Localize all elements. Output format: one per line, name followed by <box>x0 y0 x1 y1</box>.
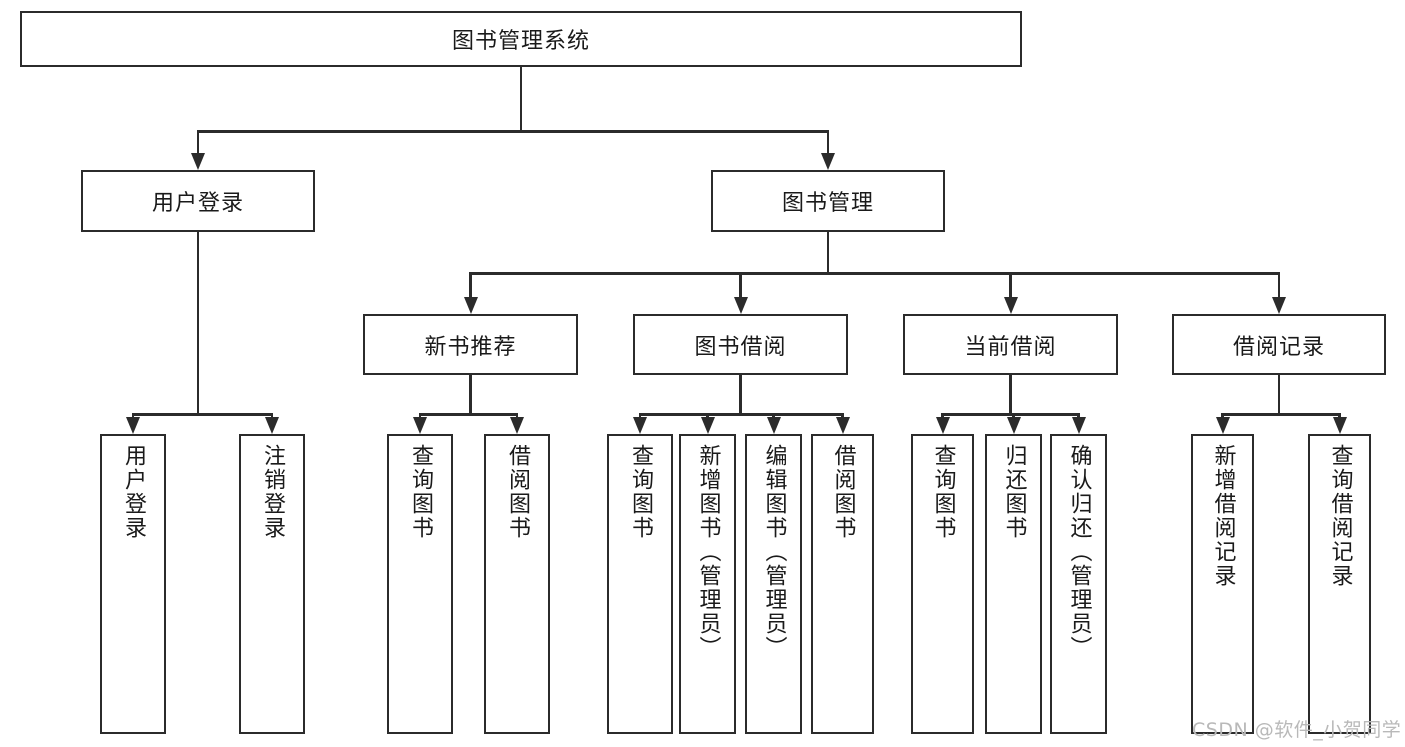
connector-book-manage-bus <box>470 272 1279 275</box>
node-leaf-user-login[interactable]: 用户登录 <box>100 434 166 734</box>
node-leaf-borrow-book-2[interactable]: 借阅图书 <box>811 434 874 734</box>
connector-current-borrow-bus <box>942 413 1079 416</box>
arrow-to-borrow-record <box>1272 297 1286 314</box>
node-label: 归还图书 <box>1001 444 1027 540</box>
node-leaf-query-record[interactable]: 查询借阅记录 <box>1308 434 1371 734</box>
node-label: 借阅记录 <box>1232 334 1325 360</box>
node-leaf-borrow-book-1[interactable]: 借阅图书 <box>484 434 550 734</box>
connector-to-book-borrow <box>739 272 742 297</box>
node-label: 图书借阅 <box>694 334 787 360</box>
connector-to-leaf-query-book-3 <box>941 413 944 417</box>
connector-to-leaf-query-book-1 <box>418 413 422 417</box>
node-book-manage[interactable]: 图书管理 <box>711 170 945 232</box>
node-leaf-query-book-1[interactable]: 查询图书 <box>387 434 453 734</box>
connector-user-login-bus <box>133 413 272 416</box>
node-label: 确认归还（管理员） <box>1066 444 1092 660</box>
node-label: 查询图书 <box>627 444 653 540</box>
connector-to-leaf-edit-book <box>772 413 775 417</box>
node-label: 借阅图书 <box>830 444 856 540</box>
connector-to-leaf-confirm-return <box>1077 413 1080 417</box>
connector-book-borrow-bus <box>640 413 843 416</box>
node-book-borrow[interactable]: 图书借阅 <box>633 314 848 375</box>
connector-to-current-borrow <box>1009 272 1012 297</box>
node-leaf-query-book-3[interactable]: 查询图书 <box>911 434 974 734</box>
watermark-text: CSDN @软件_小贺同学 <box>1192 719 1402 741</box>
connector-to-leaf-logout <box>270 413 274 417</box>
node-label: 图书管理系统 <box>451 29 590 54</box>
connector-to-leaf-query-book-2 <box>638 413 642 417</box>
node-leaf-return-book[interactable]: 归还图书 <box>985 434 1042 734</box>
connector-user-login-stem <box>196 232 200 413</box>
node-label: 新增图书（管理员） <box>695 444 721 660</box>
arrow-to-leaf-query-book-2 <box>633 417 647 434</box>
arrow-to-leaf-borrow-book-1 <box>510 417 524 434</box>
node-root-system[interactable]: 图书管理系统 <box>20 11 1022 67</box>
arrow-to-leaf-query-record <box>1332 417 1347 434</box>
connector-to-leaf-query-record <box>1338 413 1341 417</box>
arrow-to-leaf-logout <box>265 417 279 434</box>
node-leaf-edit-book[interactable]: 编辑图书（管理员） <box>745 434 802 734</box>
arrow-to-leaf-user-login <box>126 417 140 434</box>
connector-to-leaf-return-book <box>1012 413 1015 417</box>
arrow-to-leaf-edit-book <box>766 417 781 434</box>
connector-new-book-recommend-bus <box>420 413 517 416</box>
connector-to-leaf-add-record <box>1221 413 1224 417</box>
arrow-to-user-login <box>191 153 205 170</box>
connector-to-leaf-add-book <box>706 413 709 417</box>
node-leaf-query-book-2[interactable]: 查询图书 <box>607 434 673 734</box>
arrow-to-leaf-add-book <box>700 417 715 434</box>
node-label: 查询图书 <box>930 444 956 540</box>
node-leaf-logout[interactable]: 注销登录 <box>239 434 305 734</box>
node-label: 用户登录 <box>120 444 146 540</box>
arrow-to-leaf-query-book-1 <box>413 417 427 434</box>
arrow-to-current-borrow <box>1003 297 1018 314</box>
arrow-to-book-manage <box>821 153 835 170</box>
connector-to-leaf-borrow-book-1 <box>515 413 519 417</box>
connector-to-leaf-user-login <box>131 413 135 417</box>
node-label: 图书管理 <box>781 191 874 216</box>
node-label: 注销登录 <box>259 444 285 540</box>
connector-root-to-user-login <box>196 130 200 153</box>
node-current-borrow[interactable]: 当前借阅 <box>903 314 1118 375</box>
node-label: 当前借阅 <box>964 334 1057 360</box>
arrow-to-leaf-return-book <box>1006 417 1021 434</box>
connector-current-borrow-stem <box>1009 375 1012 413</box>
connector-to-borrow-record <box>1277 272 1281 297</box>
connector-borrow-record-bus <box>1222 413 1340 416</box>
node-label: 查询图书 <box>407 444 433 540</box>
node-borrow-record[interactable]: 借阅记录 <box>1172 314 1386 375</box>
arrow-to-leaf-borrow-book-2 <box>835 417 850 434</box>
connector-root-stem <box>519 67 523 130</box>
connector-to-leaf-borrow-book-2 <box>841 413 844 417</box>
connector-root-to-book-manage <box>826 130 830 153</box>
connector-to-new-book-recommend <box>469 272 472 297</box>
connector-new-book-recommend-stem <box>469 375 472 413</box>
node-user-login[interactable]: 用户登录 <box>81 170 315 232</box>
node-label: 用户登录 <box>151 191 244 216</box>
connector-book-borrow-stem <box>739 375 742 413</box>
arrow-to-leaf-query-book-3 <box>935 417 950 434</box>
node-leaf-confirm-return[interactable]: 确认归还（管理员） <box>1050 434 1107 734</box>
node-label: 新书推荐 <box>424 334 517 360</box>
node-label: 借阅图书 <box>504 444 530 540</box>
node-label: 新增借阅记录 <box>1210 444 1236 588</box>
connector-book-manage-stem <box>826 232 830 272</box>
connector-root-bus <box>198 130 828 133</box>
node-new-book-recommend[interactable]: 新书推荐 <box>363 314 578 375</box>
connector-borrow-record-stem <box>1277 375 1281 413</box>
node-leaf-add-book[interactable]: 新增图书（管理员） <box>679 434 736 734</box>
arrow-to-leaf-add-record <box>1215 417 1230 434</box>
arrow-to-new-book-recommend <box>463 297 478 314</box>
node-label: 编辑图书（管理员） <box>761 444 787 660</box>
arrow-to-book-borrow <box>733 297 748 314</box>
node-leaf-add-record[interactable]: 新增借阅记录 <box>1191 434 1254 734</box>
node-label: 查询借阅记录 <box>1327 444 1353 588</box>
arrow-to-leaf-confirm-return <box>1071 417 1086 434</box>
